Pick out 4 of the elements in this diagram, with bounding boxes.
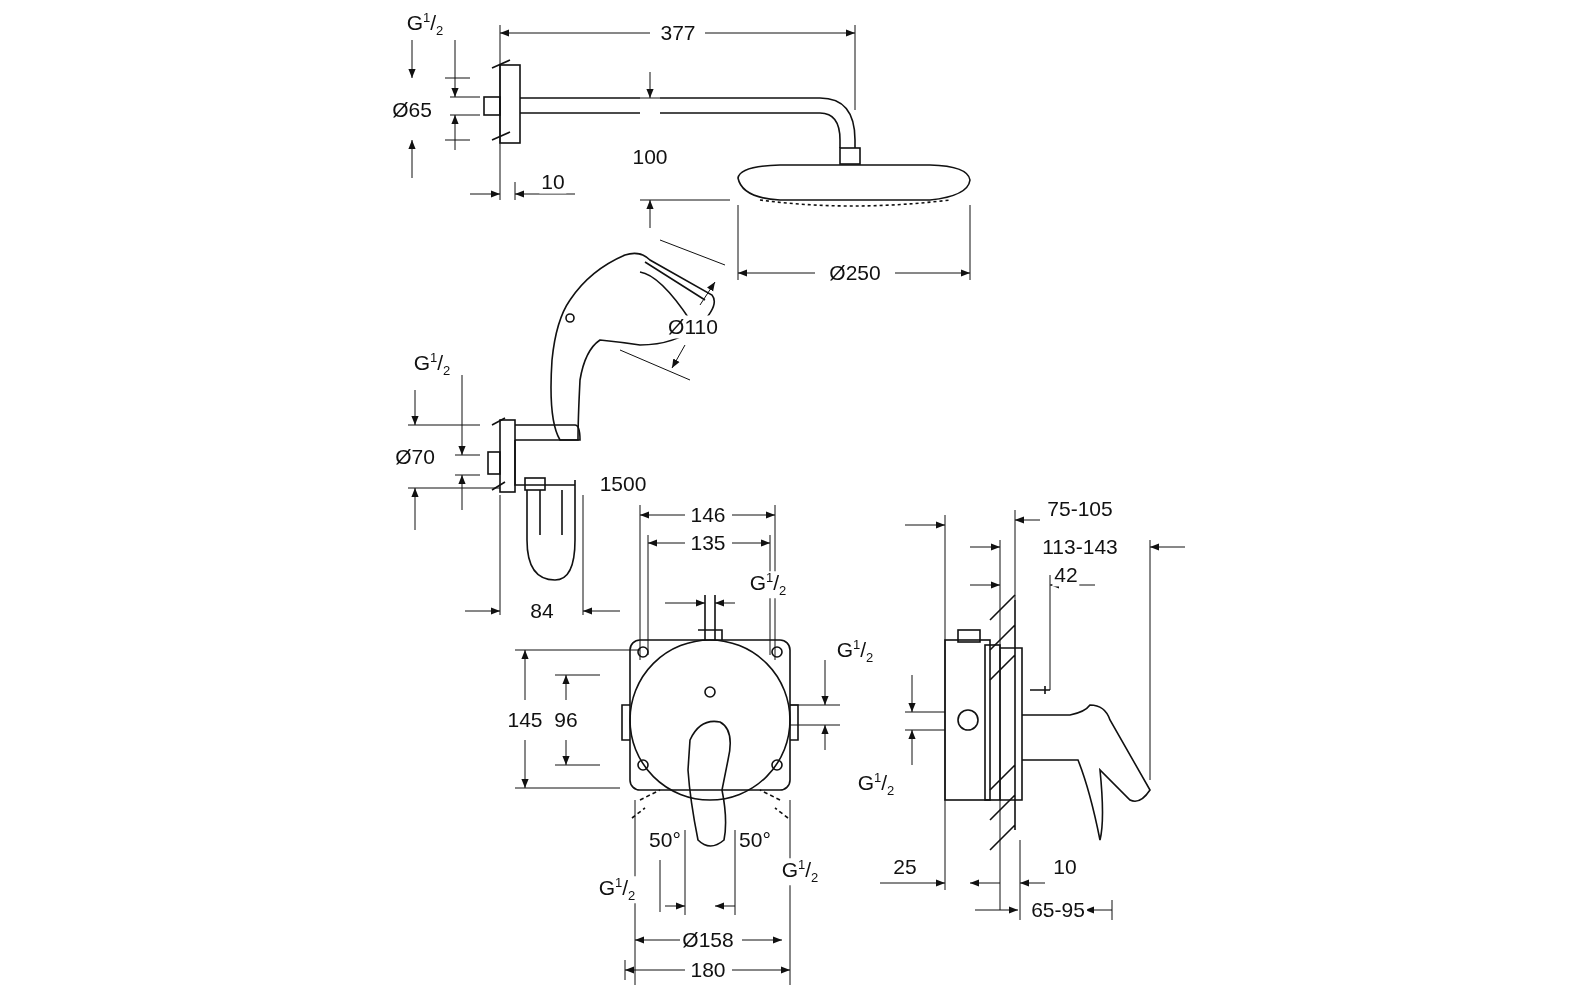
dimension-label: G$^{1}$/$_{2}$ bbox=[747, 571, 789, 599]
dimension-label: Ø110 bbox=[666, 315, 720, 339]
dimension-label: G$^{1}$/$_{2}$ bbox=[596, 876, 638, 904]
dimension-label: G$^{1}$/$_{2}$ bbox=[779, 858, 821, 886]
